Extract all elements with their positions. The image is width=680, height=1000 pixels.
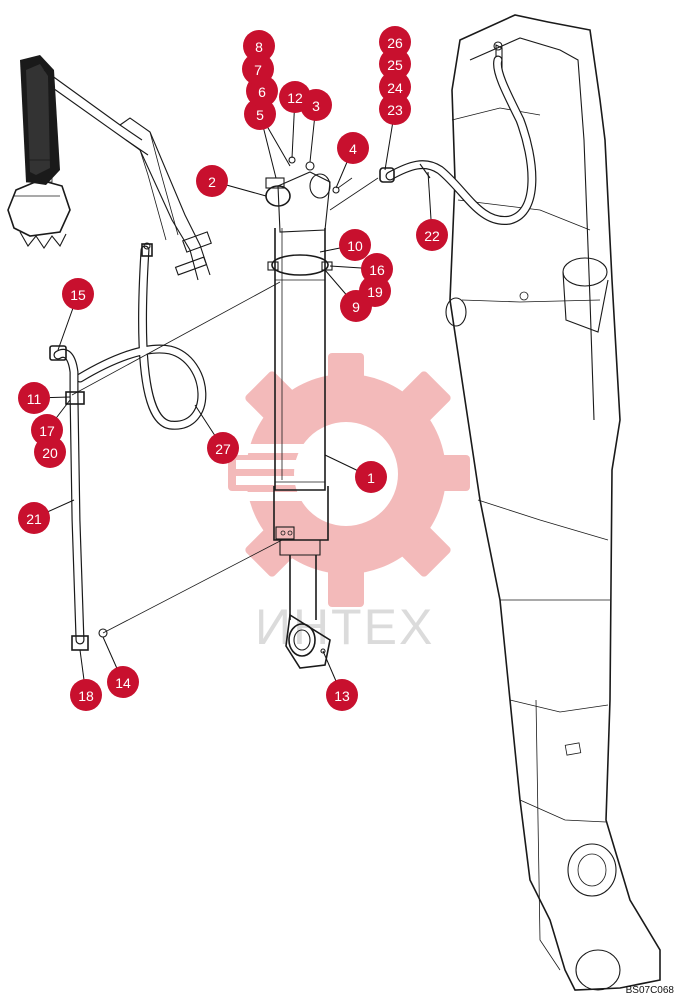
callout-circle: [379, 26, 411, 58]
callout-18[interactable]: 18: [70, 679, 102, 711]
hose-22: [379, 55, 537, 225]
callout-22[interactable]: 22: [416, 219, 448, 251]
callout-label: 2: [208, 174, 216, 190]
callout-label: 16: [369, 262, 385, 278]
callout-circle: [107, 666, 139, 698]
drawing-code: BS07C068: [625, 985, 674, 996]
callout-label: 25: [387, 57, 403, 73]
callout-label: 4: [349, 141, 357, 157]
callout-8[interactable]: 8: [243, 30, 275, 62]
callout-label: 10: [347, 238, 363, 254]
callout-circle: [18, 502, 50, 534]
callout-label: 21: [26, 511, 42, 527]
callout-25[interactable]: 25: [379, 48, 411, 80]
callout-10[interactable]: 10: [339, 229, 371, 261]
callout-label: 6: [258, 84, 266, 100]
callout-label: 11: [27, 391, 42, 407]
callout-circle: [242, 53, 274, 85]
callout-label: 19: [367, 284, 383, 300]
callout-label: 26: [387, 35, 403, 51]
callout-26[interactable]: 26: [379, 26, 411, 58]
callout-15[interactable]: 15: [62, 278, 94, 310]
callout-circle: [416, 219, 448, 251]
callout-circle: [326, 679, 358, 711]
callout-5[interactable]: 5: [244, 98, 276, 130]
callout-24[interactable]: 24: [379, 71, 411, 103]
callout-2[interactable]: 2: [196, 165, 228, 197]
callout-circle: [70, 679, 102, 711]
callout-circle: [207, 432, 239, 464]
callout-circle: [359, 275, 391, 307]
watermark-text: ИНТЕХ: [255, 599, 434, 655]
callout-label: 23: [387, 102, 403, 118]
callout-19[interactable]: 19: [359, 275, 391, 307]
callout-circle: [18, 382, 50, 414]
callout-label: 8: [255, 39, 263, 55]
assembly-guide-lines: [71, 177, 379, 634]
callout-21[interactable]: 21: [18, 502, 50, 534]
callout-badges: 1234567891011121314151617181920212223242…: [18, 26, 448, 711]
callout-label: 15: [70, 287, 86, 303]
excavator-overview: [7, 55, 212, 281]
callout-label: 13: [334, 688, 350, 704]
callout-12[interactable]: 12: [279, 81, 311, 113]
callout-27[interactable]: 27: [207, 432, 239, 464]
boom-structure: [445, 14, 661, 991]
callout-13[interactable]: 13: [326, 679, 358, 711]
callout-label: 7: [254, 62, 262, 78]
callout-circle: [34, 436, 66, 468]
callout-circle: [62, 278, 94, 310]
callout-circle: [279, 81, 311, 113]
boom-cylinder: [265, 156, 340, 669]
callout-circle: [243, 30, 275, 62]
callout-label: 24: [387, 80, 403, 96]
callout-20[interactable]: 20: [34, 436, 66, 468]
callout-14[interactable]: 14: [107, 666, 139, 698]
callout-23[interactable]: 23: [379, 93, 411, 125]
callout-circle: [379, 71, 411, 103]
callout-circle: [379, 93, 411, 125]
watermark-logo: ИНТЕХ: [228, 353, 470, 655]
hose-27: [75, 242, 207, 430]
callout-circle: [244, 98, 276, 130]
callout-label: 12: [287, 90, 303, 106]
callout-label: 5: [256, 107, 264, 123]
callout-label: 20: [42, 445, 58, 461]
callout-label: 14: [115, 675, 131, 691]
callout-label: 22: [424, 228, 440, 244]
pipe-21: [49, 345, 108, 651]
callout-circle: [196, 165, 228, 197]
callout-circle: [355, 461, 387, 493]
callout-label: 18: [78, 688, 94, 704]
callout-label: 17: [39, 423, 55, 439]
callout-label: 3: [312, 98, 320, 114]
callout-11[interactable]: 11: [18, 382, 50, 414]
callout-label: 27: [215, 441, 231, 457]
callout-7[interactable]: 7: [242, 53, 274, 85]
callout-label: 1: [367, 470, 375, 486]
callout-4[interactable]: 4: [337, 132, 369, 164]
callout-circle: [339, 229, 371, 261]
callout-label: 9: [352, 299, 360, 315]
callout-circle: [379, 48, 411, 80]
callout-1[interactable]: 1: [355, 461, 387, 493]
callout-circle: [337, 132, 369, 164]
